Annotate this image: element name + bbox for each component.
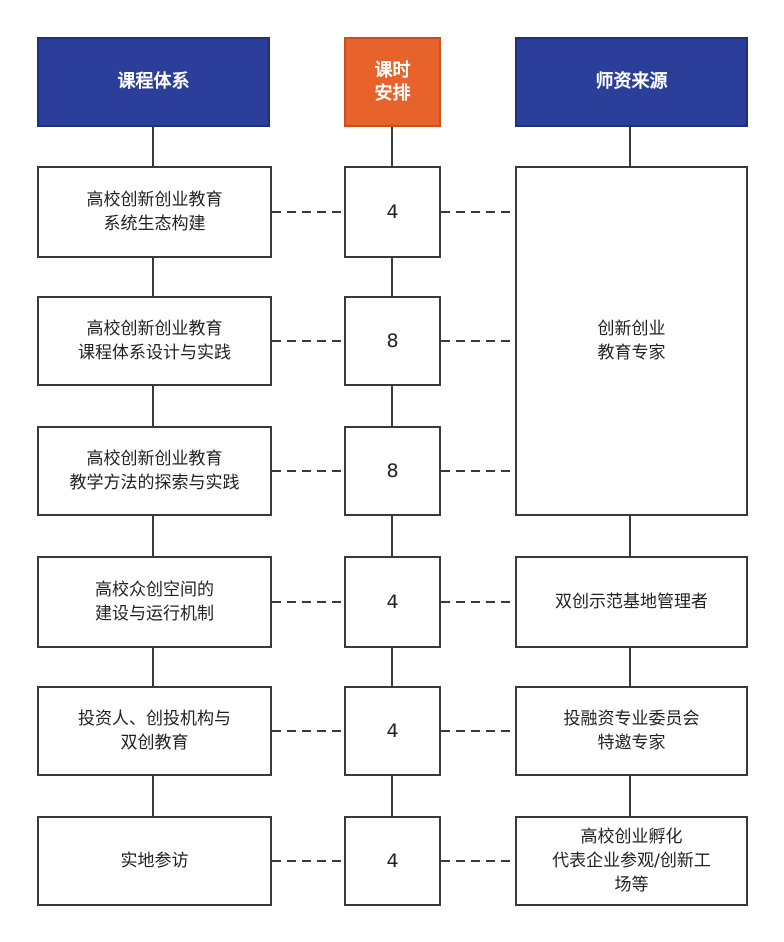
hours-box: 4 bbox=[344, 556, 441, 648]
faculty-line: 双创示范基地管理者 bbox=[555, 592, 708, 612]
faculty-box: 高校创业孵化 代表企业参观/创新工 场等 bbox=[515, 816, 748, 906]
course-system-header-label: 课程体系 bbox=[117, 71, 190, 92]
course-line: 投资人、创投机构与 bbox=[78, 709, 231, 729]
course-box: 高校创新创业教育 课程体系设计与实践 bbox=[37, 296, 272, 386]
faculty-line: 场等 bbox=[614, 875, 649, 895]
faculty-source-header: 师资来源 bbox=[515, 37, 748, 127]
course-box: 高校创新创业教育 教学方法的探索与实践 bbox=[37, 426, 272, 516]
course-line: 高校众创空间的 bbox=[95, 580, 214, 600]
hours-value: 8 bbox=[386, 460, 399, 482]
hours-value: 4 bbox=[386, 591, 399, 613]
course-line: 高校创新创业教育 bbox=[86, 190, 223, 210]
hours-value: 4 bbox=[386, 850, 399, 872]
hours-header: 课时 安排 bbox=[344, 37, 441, 127]
faculty-line: 创新创业 bbox=[597, 319, 666, 339]
faculty-line: 代表企业参观/创新工 bbox=[552, 851, 711, 871]
course-line: 课程体系设计与实践 bbox=[78, 343, 231, 363]
faculty-box: 双创示范基地管理者 bbox=[515, 556, 748, 648]
course-system-header: 课程体系 bbox=[37, 37, 270, 127]
course-box: 投资人、创投机构与 双创教育 bbox=[37, 686, 272, 776]
faculty-source-header-label: 师资来源 bbox=[595, 71, 668, 92]
hours-box: 8 bbox=[344, 426, 441, 516]
course-line: 教学方法的探索与实践 bbox=[69, 473, 240, 493]
course-line: 系统生态构建 bbox=[103, 214, 206, 234]
hours-value: 8 bbox=[386, 330, 399, 352]
hours-box: 8 bbox=[344, 296, 441, 386]
hours-header-line1: 课时 bbox=[374, 60, 411, 81]
course-line: 高校创新创业教育 bbox=[86, 319, 223, 339]
course-line: 实地参访 bbox=[120, 851, 189, 871]
faculty-line: 特邀专家 bbox=[597, 733, 666, 753]
faculty-line: 高校创业孵化 bbox=[580, 827, 683, 847]
faculty-line: 投融资专业委员会 bbox=[563, 709, 700, 729]
course-box: 高校众创空间的 建设与运行机制 bbox=[37, 556, 272, 648]
faculty-box: 投融资专业委员会 特邀专家 bbox=[515, 686, 748, 776]
course-line: 建设与运行机制 bbox=[95, 604, 214, 624]
course-box: 实地参访 bbox=[37, 816, 272, 906]
hours-box: 4 bbox=[344, 166, 441, 258]
course-line: 双创教育 bbox=[120, 733, 189, 753]
course-line: 高校创新创业教育 bbox=[86, 449, 223, 469]
faculty-line: 教育专家 bbox=[597, 343, 666, 363]
hours-header-line2: 安排 bbox=[374, 83, 411, 104]
hours-box: 4 bbox=[344, 686, 441, 776]
hours-box: 4 bbox=[344, 816, 441, 906]
faculty-box: 创新创业 教育专家 bbox=[515, 166, 748, 516]
hours-value: 4 bbox=[386, 201, 399, 223]
hours-value: 4 bbox=[386, 720, 399, 742]
course-box: 高校创新创业教育 系统生态构建 bbox=[37, 166, 272, 258]
